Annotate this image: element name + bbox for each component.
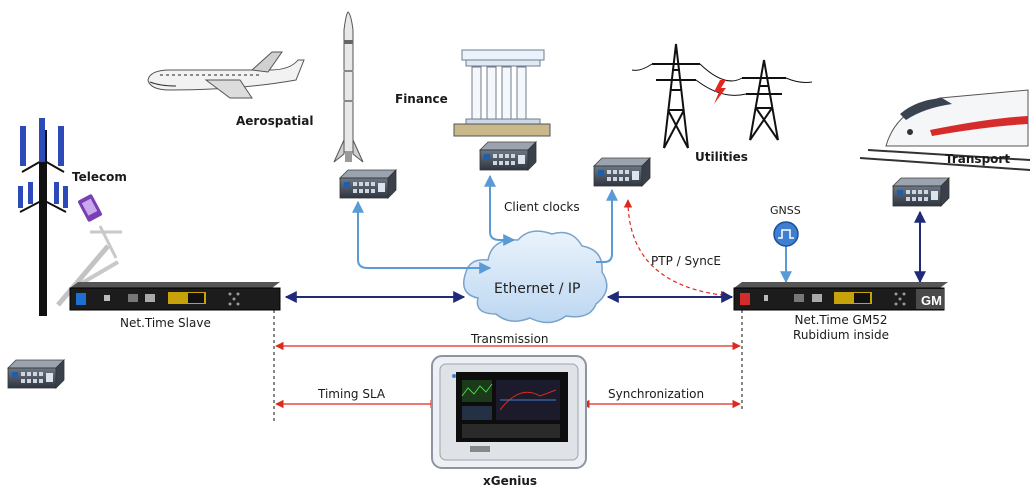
- synchronization-label: Synchronization: [608, 387, 705, 401]
- gnss-label: GNSS: [770, 204, 801, 217]
- transmission-label: Transmission: [471, 332, 549, 346]
- gm-device-label-line2: Rubidium inside: [793, 328, 889, 342]
- gm-badge: GM: [921, 293, 942, 308]
- measurement-guides: [273, 310, 743, 422]
- power-pylon-icon: [631, 43, 813, 149]
- gnss-antenna-icon: [773, 221, 799, 247]
- client-clock-utilities: [593, 157, 651, 187]
- sector-label-utilities: Utilities: [695, 150, 748, 164]
- lightning-icon: [714, 80, 726, 104]
- cloud-label: Ethernet / IP: [494, 281, 581, 297]
- ethernet-ip-cloud: [463, 230, 608, 324]
- timing-sla-label: Timing SLA: [318, 387, 386, 401]
- client-clock-telecom: [7, 359, 65, 389]
- xgenius-tester-device: [431, 355, 587, 469]
- sector-label-aerospatial: Aerospatial: [236, 114, 314, 128]
- slave-device-label: Net.Time Slave: [120, 316, 211, 330]
- sector-label-transport: Transport: [945, 152, 1011, 166]
- xgenius-label: xGenius: [483, 474, 538, 488]
- gm-device-label-line1: Net.Time GM52: [794, 313, 888, 327]
- client-clocks-label: Client clocks: [504, 200, 580, 214]
- net-time-slave-device: [69, 282, 281, 311]
- ptp-synce-link: [623, 199, 731, 300]
- rocket-icon: [333, 11, 364, 163]
- train-icon: [859, 89, 1031, 171]
- client-clock-transport: [892, 177, 950, 207]
- client-links: [352, 174, 618, 274]
- sector-label-finance: Finance: [395, 92, 448, 106]
- airplane-icon: [147, 51, 305, 99]
- ptp-synce-label: PTP / SyncE: [651, 254, 721, 268]
- net-time-gm52-device: [733, 282, 948, 311]
- measurement-arrows: [275, 341, 741, 409]
- client-clock-aerospatial: [339, 169, 397, 199]
- telecom-tower-icon: [18, 118, 68, 316]
- mobile-phone-icon: [78, 194, 102, 222]
- client-clock-finance: [479, 141, 537, 171]
- bank-building-icon: [453, 49, 551, 137]
- network-links: [284, 210, 926, 303]
- sector-label-telecom: Telecom: [72, 170, 127, 184]
